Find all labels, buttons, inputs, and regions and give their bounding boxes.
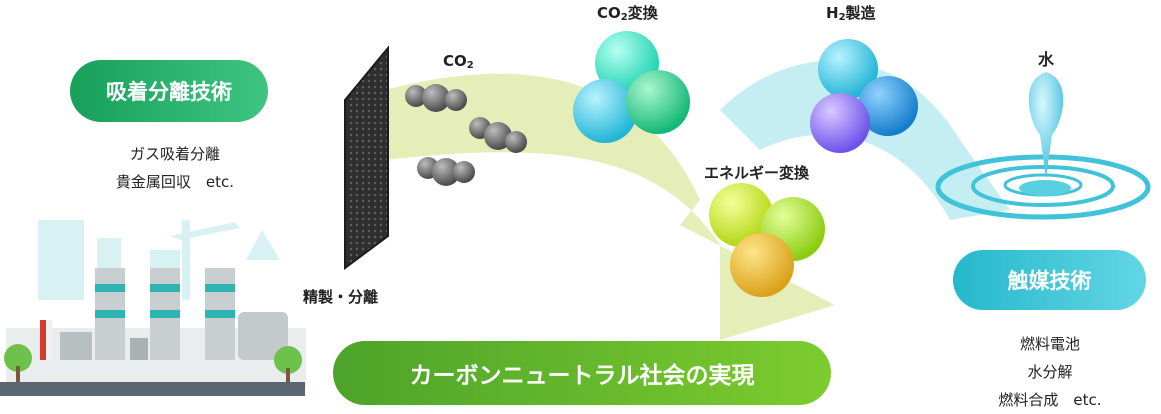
factory-illustration <box>0 220 306 396</box>
h2-production-label: H2製造 <box>826 2 876 23</box>
water-label: 水 <box>1038 50 1055 69</box>
h2-production-cluster <box>810 39 918 153</box>
h2-production-rest: 製造 <box>845 4 876 22</box>
catalyst-technology-pill: 触媒技術 <box>953 250 1146 310</box>
co2-conversion-cluster <box>573 31 690 143</box>
co2-label-main: CO <box>443 52 467 70</box>
carbon-neutral-society-pill: カーボンニュートラル社会の実現 <box>333 341 831 405</box>
energy-conversion-label: エネルギー変換 <box>704 164 810 182</box>
water-droplet-illustration <box>935 72 1151 220</box>
left-item-list: ガス吸着分離 貴金属回収 etc. <box>95 140 255 196</box>
co2-label: CO2 <box>443 52 474 71</box>
cyan-arc-band <box>720 60 1010 220</box>
energy-conversion-cluster <box>709 183 825 297</box>
left-item: 貴金属回収 etc. <box>115 173 235 191</box>
left-item: ガス吸着分離 <box>129 145 220 163</box>
right-item: 水分解 <box>1027 363 1073 381</box>
right-item: 燃料電池 <box>1019 335 1080 353</box>
h2-production-sub: 2 <box>838 12 846 23</box>
h2-production-main: H <box>826 4 839 22</box>
filter-label: 精製・分離 <box>303 288 379 306</box>
co2-conversion-label: CO2変換 <box>597 2 658 23</box>
co2-molecules <box>405 84 527 186</box>
adsorption-separation-pill: 吸着分離技術 <box>70 60 268 122</box>
co2-conversion-main: CO <box>597 4 621 22</box>
right-item-list: 燃料電池 水分解 燃料合成 etc. <box>975 330 1125 414</box>
co2-label-sub: 2 <box>466 60 474 71</box>
co2-conversion-rest: 変換 <box>627 4 658 22</box>
right-item: 燃料合成 etc. <box>998 391 1102 409</box>
filter-panel <box>344 45 389 270</box>
co2-conversion-sub: 2 <box>620 12 628 23</box>
